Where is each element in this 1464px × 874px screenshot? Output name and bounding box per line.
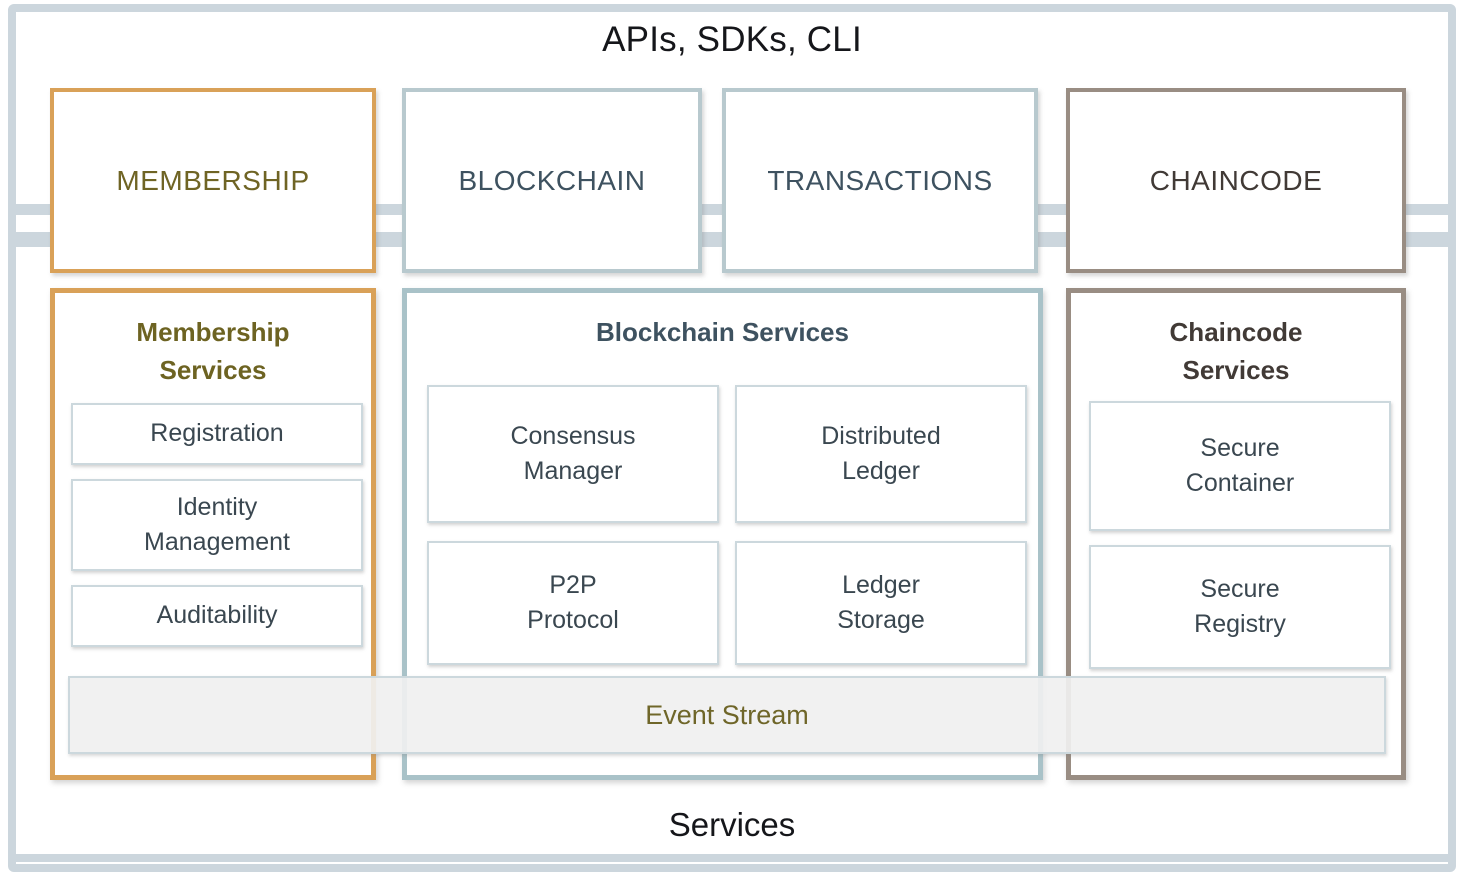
service-box-p2p-protocol[interactable]: P2P Protocol <box>427 541 719 665</box>
category-label-blockchain: BLOCKCHAIN <box>458 164 646 196</box>
service-label-ledger-storage: Ledger Storage <box>837 570 925 635</box>
service-label-distributed-ledger: Distributed Ledger <box>821 421 941 486</box>
service-box-distributed-ledger[interactable]: Distributed Ledger <box>735 385 1027 523</box>
service-box-ledger-storage[interactable]: Ledger Storage <box>735 541 1027 665</box>
category-label-chaincode: CHAINCODE <box>1149 164 1323 196</box>
service-box-secure-registry[interactable]: Secure Registry <box>1089 545 1391 669</box>
event-stream-bar[interactable]: Event Stream <box>68 676 1386 754</box>
category-box-transactions[interactable]: TRANSACTIONS <box>722 88 1038 273</box>
category-box-chaincode[interactable]: CHAINCODE <box>1066 88 1406 273</box>
event-stream-label: Event Stream <box>645 699 809 730</box>
service-label-registration: Registration <box>150 419 284 448</box>
service-label-secure-registry: Secure Registry <box>1194 574 1286 639</box>
category-box-blockchain[interactable]: BLOCKCHAIN <box>402 88 702 273</box>
panel-title-blockchain-services: Blockchain Services <box>596 317 849 347</box>
service-box-registration[interactable]: Registration <box>71 403 363 465</box>
service-label-secure-container: Secure Container <box>1185 433 1295 498</box>
category-box-membership[interactable]: MEMBERSHIP <box>50 88 376 273</box>
panel-title-membership-services: Membership Services <box>136 317 290 386</box>
service-box-identity-management[interactable]: Identity Management <box>71 479 363 571</box>
service-label-auditability: Auditability <box>156 601 278 630</box>
service-box-secure-container[interactable]: Secure Container <box>1089 401 1391 531</box>
service-box-auditability[interactable]: Auditability <box>71 585 363 647</box>
category-label-transactions: TRANSACTIONS <box>767 164 993 196</box>
service-label-p2p-protocol: P2P Protocol <box>527 570 619 635</box>
page-title-apis-sdks-cli: APIs, SDKs, CLI <box>602 20 862 59</box>
panel-title-chaincode-services: Chaincode Services <box>1169 317 1303 386</box>
category-label-membership: MEMBERSHIP <box>116 164 310 196</box>
service-label-consensus-manager: Consensus Manager <box>510 421 636 486</box>
service-label-identity-management: Identity Management <box>144 492 290 557</box>
service-box-consensus-manager[interactable]: Consensus Manager <box>427 385 719 523</box>
page-title-services: Services <box>668 806 796 843</box>
